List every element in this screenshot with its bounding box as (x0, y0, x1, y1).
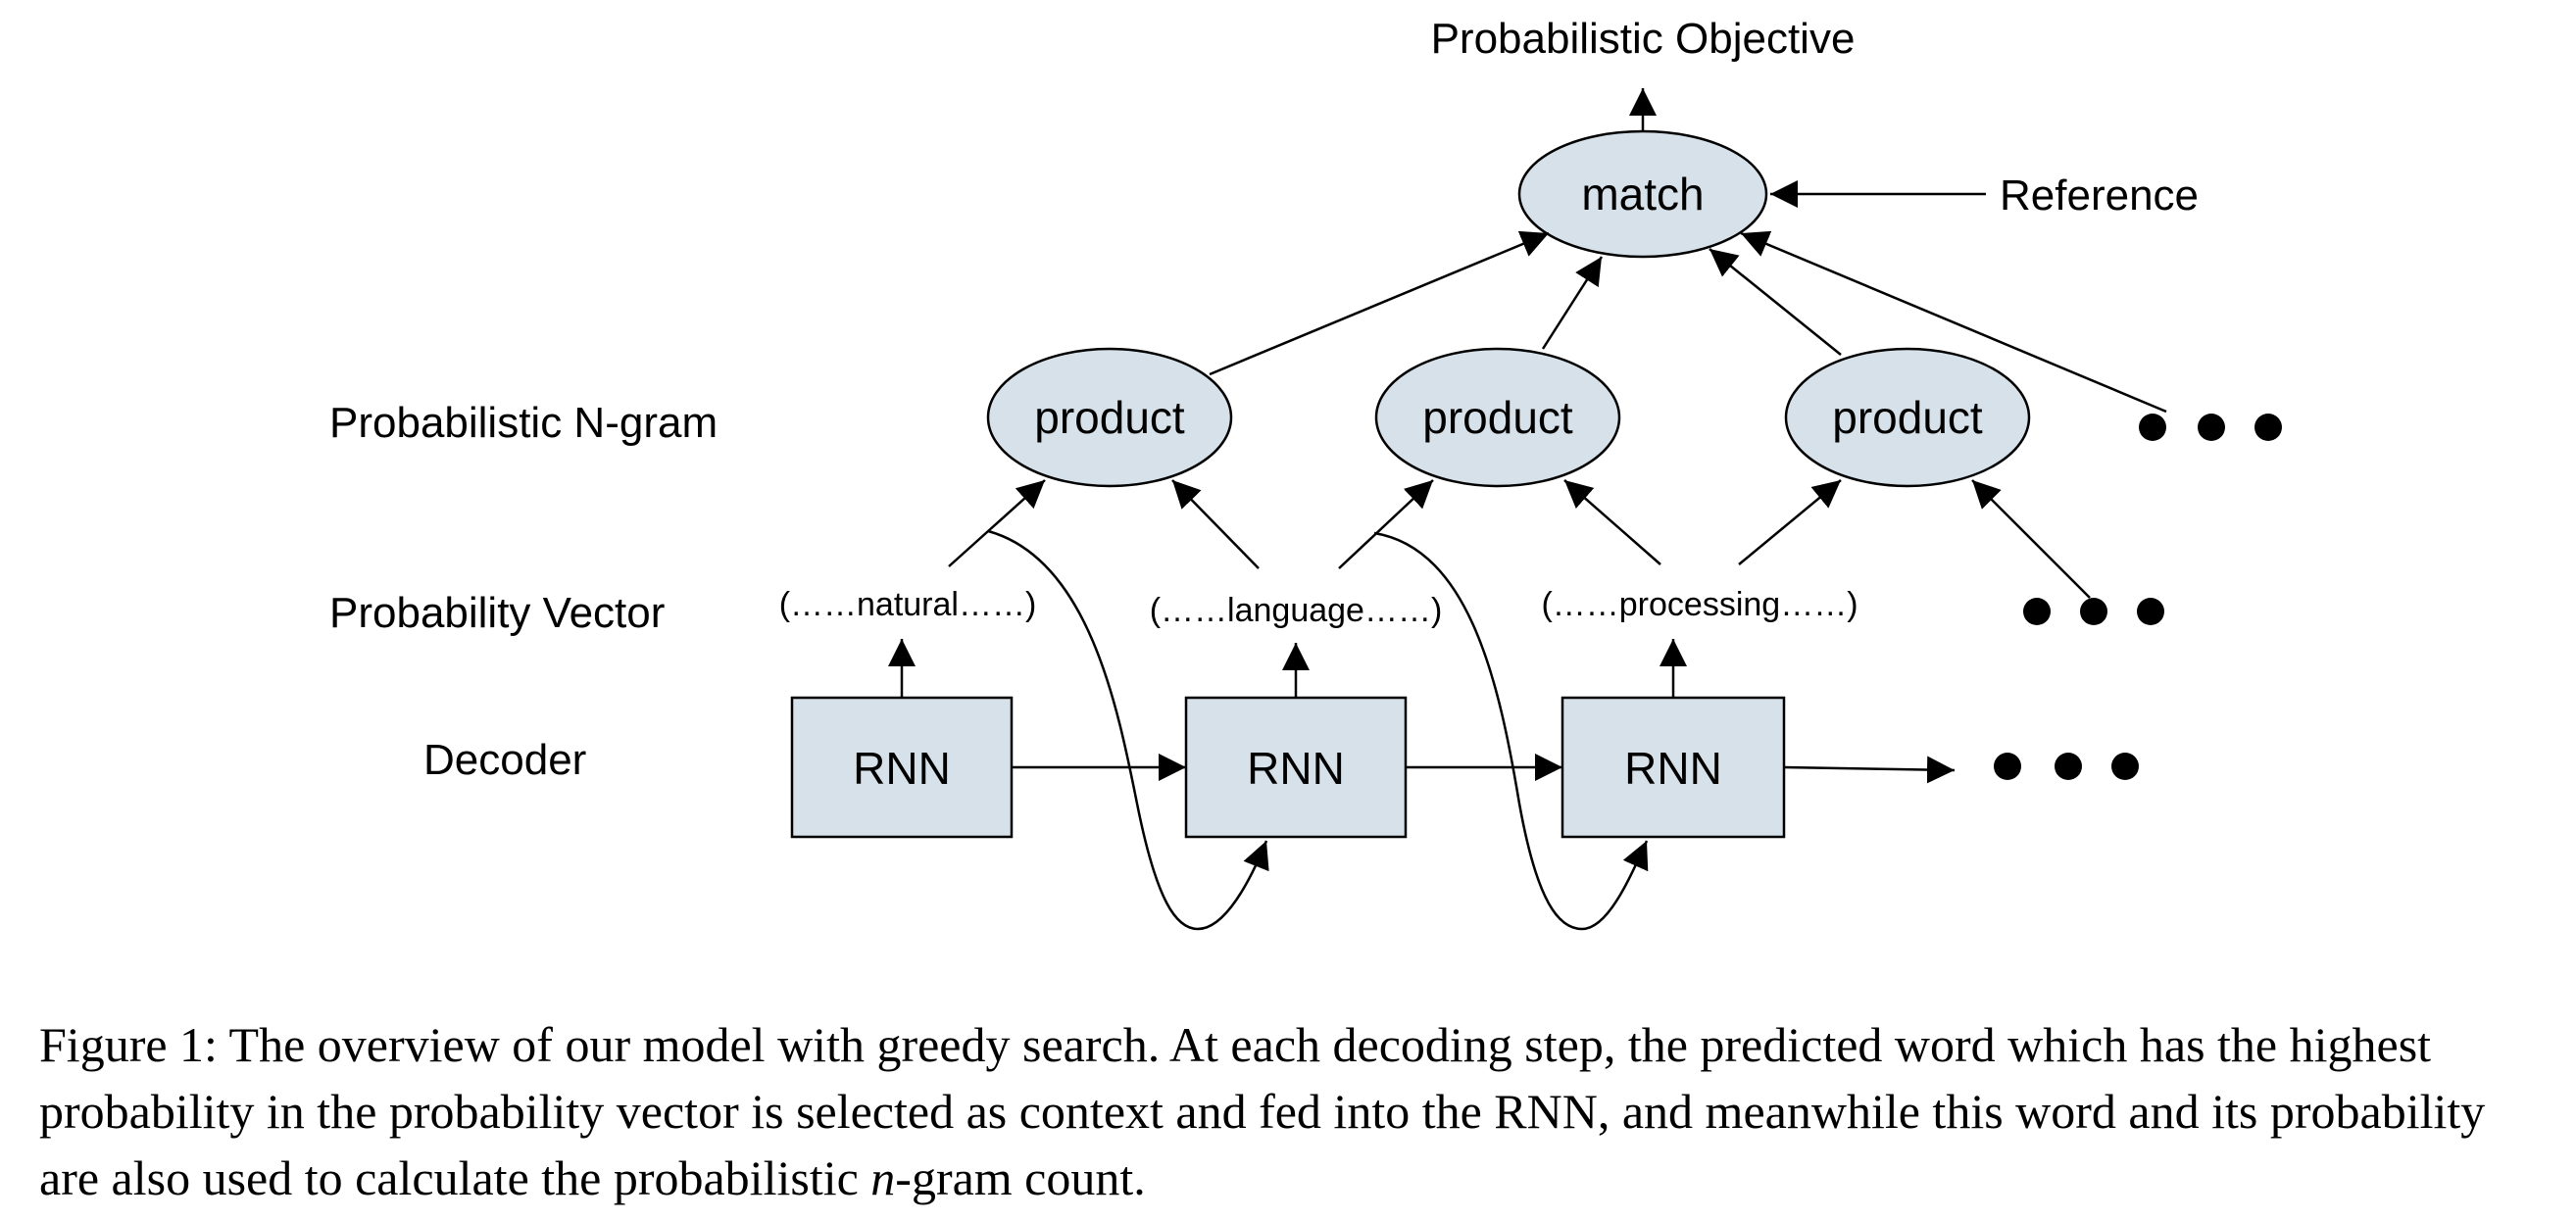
vector3-to-product3-arrow (1738, 479, 1842, 565)
feedback-curve-1 (987, 529, 1269, 931)
vector1-to-product1-arrow (948, 479, 1046, 567)
ngram-ellipsis (2139, 414, 2282, 441)
ellipsis-to-match-arrow (1740, 230, 2167, 414)
rnn-label-3: RNN (1624, 743, 1722, 794)
vector2-to-product1-arrow (1171, 479, 1260, 569)
vector2-to-product2-arrow (1338, 479, 1434, 569)
vector-ellipsis (2023, 598, 2164, 625)
product-node-2 (1374, 347, 1621, 488)
vector-text-1: (……natural……) (779, 586, 1037, 623)
rnn-box-1 (790, 696, 1014, 839)
match-label: match (1581, 169, 1704, 220)
reference-label: Reference (2000, 171, 2199, 220)
rnn-label-2: RNN (1247, 743, 1345, 794)
rnn-label-1: RNN (853, 743, 951, 794)
product-node-1 (986, 347, 1233, 488)
row-label-vector: Probability Vector (329, 589, 665, 637)
caption-prefix: Figure 1: The overview of our model with… (39, 1017, 2486, 1205)
vector-text-3: (……processing……) (1541, 586, 1858, 623)
model-overview-diagram: Probabilistic N-gram Probability Vector … (329, 15, 2282, 931)
product2-to-match-arrow (1541, 256, 1604, 350)
ellipsis-to-product3-arrow (1971, 479, 2091, 599)
product-node-3 (1784, 347, 2031, 488)
product-label-3: product (1832, 392, 1983, 443)
vector-text-2: (……language……) (1150, 592, 1443, 629)
decoder-ellipsis (1994, 753, 2139, 780)
caption-suffix: -gram count. (895, 1150, 1146, 1205)
product1-to-match-arrow (1209, 230, 1550, 376)
match-node (1517, 129, 1768, 259)
rnn3-to-ellipsis-arrow (1783, 756, 1956, 784)
vector3-to-product2-arrow (1563, 479, 1661, 565)
row-label-ngram: Probabilistic N-gram (329, 399, 718, 447)
product-label-1: product (1034, 392, 1185, 443)
product3-to-match-arrow (1709, 248, 1842, 356)
product-label-2: product (1422, 392, 1573, 443)
feedback-curve-2 (1373, 531, 1649, 931)
objective-label: Probabilistic Objective (1431, 15, 1856, 63)
figure-caption: Figure 1: The overview of our model with… (39, 1011, 2549, 1211)
row-label-decoder: Decoder (423, 736, 586, 784)
caption-variable: n (870, 1150, 896, 1205)
